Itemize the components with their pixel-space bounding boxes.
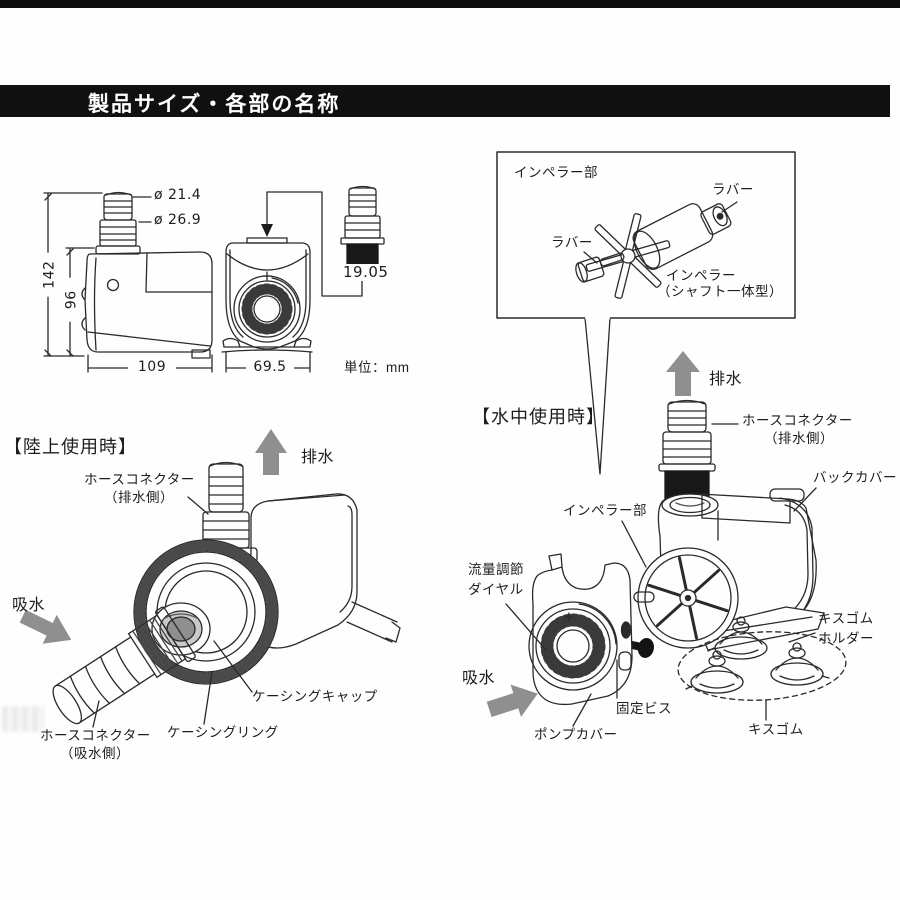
land-discharge-label: 排水 [301,449,335,466]
flow-dial-label-2: ダイヤル [468,582,524,597]
dim-connector-size: 19.05 [341,263,391,281]
fixing-screw-label: 固定ビス [616,701,672,716]
rubber-left-label: ラバー [551,235,593,250]
callout-title: インペラー部 [514,165,598,180]
flow-dial-label-1: 流量調節 [468,562,524,577]
underwater-heading: 【水中使用時】 [472,407,605,427]
unit-note: 単位：mm [344,360,410,375]
dim-front-width: 69.5 [246,359,294,376]
impeller-name-label: インペラー [666,268,736,283]
land-hose-in-side-label: （吸水側） [60,746,130,761]
dim-diameter-top: ø 21.4 [152,187,204,204]
section-title: 製品サイズ・各部の名称 [88,93,341,116]
land-use-heading: 【陸上使用時】 [4,437,137,457]
side-view-drawing [43,191,213,373]
land-pump-drawing [52,461,401,728]
casing-cap-label: ケーシングキャップ [252,689,378,704]
uw-discharge-label: 排水 [709,371,743,388]
land-hose-out-label: ホースコネクター [84,472,195,487]
flow-arrows [19,351,700,718]
page-top-rule [0,0,900,8]
uw-hose-out-label: ホースコネクター [742,413,853,428]
cup-holder-label-2: ホルダー [818,631,874,646]
impeller-callout-box [496,151,796,475]
dim-body-height: 96 [63,277,80,322]
dim-total-height: 142 [41,252,58,297]
pump-cover-label: ポンプカバー [534,727,618,742]
uw-suction-label: 吸水 [462,670,496,687]
suction-cup-2 [685,650,744,694]
dim-body-width: 109 [128,359,176,376]
section-header-bar [0,85,890,117]
print-bleed-artifact [2,706,44,732]
spare-connector-drawing [340,185,385,266]
suction-arrow-underwater [486,684,538,718]
dim-diameter-bottom: ø 26.9 [152,212,204,229]
land-hose-out-side-label: （排水側） [104,490,174,505]
discharge-arrow-land [255,429,287,475]
uw-hose-out-side-label: （排水側） [764,431,834,446]
suction-cup-label: キスゴム [748,722,804,737]
discharge-arrow-underwater [666,351,700,396]
suction-cup-3 [770,642,830,686]
impeller-part-label: インペラー部 [563,503,647,518]
back-cover-label: バックカバー [813,470,897,485]
suction-arrow-land [19,609,72,644]
impeller-type-label: （シャフト一体型） [657,284,783,299]
cup-holder-label-1: キスゴム [818,611,874,626]
land-suction-label: 吸水 [12,597,46,614]
land-hose-in-label: ホースコネクター [40,728,151,743]
underwater-pump-drawing [505,399,847,727]
casing-ring-label: ケーシングリング [167,725,279,740]
rubber-right-label: ラバー [712,182,754,197]
front-view-drawing [221,191,363,373]
suction-cup-1 [707,616,768,660]
